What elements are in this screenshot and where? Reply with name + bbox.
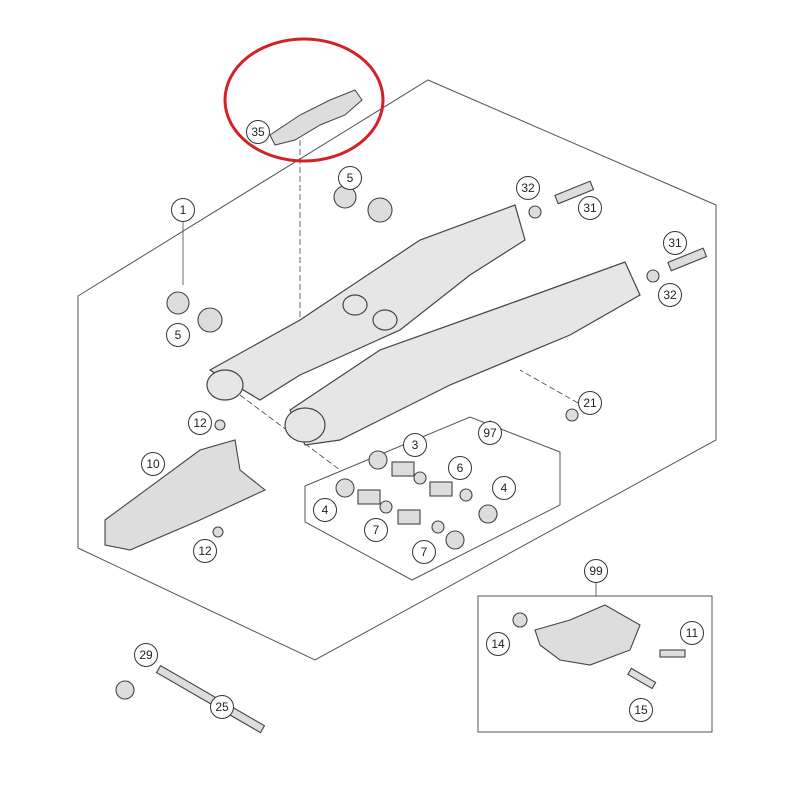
callout-5[interactable]: 5 (166, 323, 190, 347)
callout-15[interactable]: 15 (629, 698, 653, 722)
assembly-box-1 (77, 79, 717, 661)
callout-29[interactable]: 29 (134, 643, 158, 667)
callout-31[interactable]: 31 (663, 231, 687, 255)
callout-21[interactable]: 21 (578, 391, 602, 415)
assembly-box-99 (477, 595, 713, 733)
callout-14[interactable]: 14 (486, 632, 510, 656)
callout-7[interactable]: 7 (364, 518, 388, 542)
part-35-shape (269, 89, 363, 146)
assembly-box-97 (304, 416, 561, 581)
callout-1[interactable]: 1 (171, 198, 195, 222)
callout-32[interactable]: 32 (516, 176, 540, 200)
callout-32[interactable]: 32 (658, 283, 682, 307)
callout-25[interactable]: 25 (210, 695, 234, 719)
callout-7[interactable]: 7 (412, 540, 436, 564)
callout-35[interactable]: 35 (246, 120, 270, 144)
highlight-ellipse (223, 37, 385, 163)
callout-11[interactable]: 11 (680, 621, 704, 645)
callout-99[interactable]: 99 (584, 559, 608, 583)
swingarm-part (206, 204, 641, 446)
callout-97[interactable]: 97 (478, 421, 502, 445)
callout-31[interactable]: 31 (578, 196, 602, 220)
callout-10[interactable]: 10 (141, 452, 165, 476)
callout-4[interactable]: 4 (492, 476, 516, 500)
callout-12[interactable]: 12 (188, 411, 212, 435)
callout-3[interactable]: 3 (403, 433, 427, 457)
callout-4[interactable]: 4 (313, 498, 337, 522)
callout-12[interactable]: 12 (193, 539, 217, 563)
callout-6[interactable]: 6 (448, 456, 472, 480)
callout-5[interactable]: 5 (338, 166, 362, 190)
